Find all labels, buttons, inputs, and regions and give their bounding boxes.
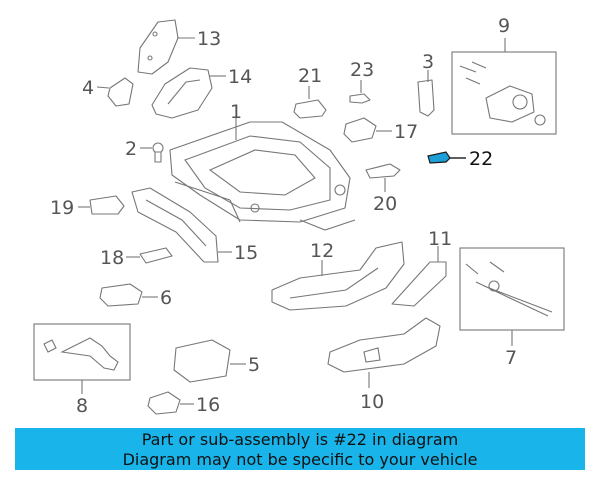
- callout-13: 13: [197, 28, 221, 50]
- callout-11: 11: [428, 228, 452, 250]
- callout-20: 20: [373, 193, 397, 215]
- part-3-bracket[interactable]: [417, 70, 435, 117]
- part-22-highlighted[interactable]: [427, 151, 466, 164]
- callout-6: 6: [160, 287, 172, 309]
- callout-22: 22: [469, 148, 493, 170]
- part-1-seat-frame[interactable]: [169, 118, 356, 231]
- part-10-lower-trim[interactable]: [327, 317, 441, 388]
- callout-14: 14: [228, 66, 252, 88]
- part-4-bracket[interactable]: [96, 77, 134, 107]
- part-20-bracket[interactable]: [365, 163, 401, 192]
- callout-19: 19: [50, 197, 74, 219]
- callout-17: 17: [394, 121, 418, 143]
- callout-3: 3: [422, 51, 434, 73]
- callout-12: 12: [310, 240, 334, 262]
- callout-18: 18: [100, 247, 124, 269]
- info-banner: Part or sub-assembly is #22 in diagram D…: [15, 428, 585, 470]
- part-13-shield[interactable]: [137, 19, 195, 75]
- part-2-bolt[interactable]: [140, 142, 164, 163]
- part-14-side-cover[interactable]: [151, 67, 226, 119]
- part-17-switch[interactable]: [343, 117, 392, 143]
- parts-diagram: 13 4 14 1 2 21 23: [33, 15, 565, 417]
- banner-line-1: Part or sub-assembly is #22 in diagram: [141, 430, 459, 449]
- callout-4: 4: [82, 77, 94, 99]
- part-23-clip[interactable]: [349, 80, 371, 104]
- callout-7: 7: [505, 347, 517, 369]
- callout-8: 8: [76, 395, 88, 417]
- part-15-side-rail[interactable]: [131, 187, 232, 263]
- part-19-cover[interactable]: [78, 195, 125, 215]
- part-12-side-trim[interactable]: [271, 241, 405, 311]
- part-21-bracket[interactable]: [293, 86, 327, 119]
- callout-15: 15: [234, 242, 258, 264]
- callout-5: 5: [248, 354, 260, 376]
- part-9-motor-box[interactable]: [451, 38, 557, 135]
- banner-line-2: Diagram may not be specific to your vehi…: [122, 450, 478, 469]
- part-18-knob[interactable]: [126, 247, 173, 264]
- callout-23: 23: [350, 59, 374, 81]
- callout-21: 21: [298, 65, 322, 87]
- part-8-harness-box[interactable]: [33, 323, 131, 394]
- callout-10: 10: [360, 391, 384, 413]
- part-6-module[interactable]: [99, 283, 158, 307]
- callout-9: 9: [498, 15, 510, 37]
- callout-1: 1: [230, 101, 242, 123]
- part-16-switch[interactable]: [147, 391, 194, 415]
- callout-16: 16: [196, 394, 220, 416]
- part-5-module[interactable]: [173, 339, 246, 383]
- part-7-cable-box[interactable]: [459, 247, 565, 346]
- part-11-panel[interactable]: [391, 246, 447, 307]
- callout-2: 2: [125, 138, 137, 160]
